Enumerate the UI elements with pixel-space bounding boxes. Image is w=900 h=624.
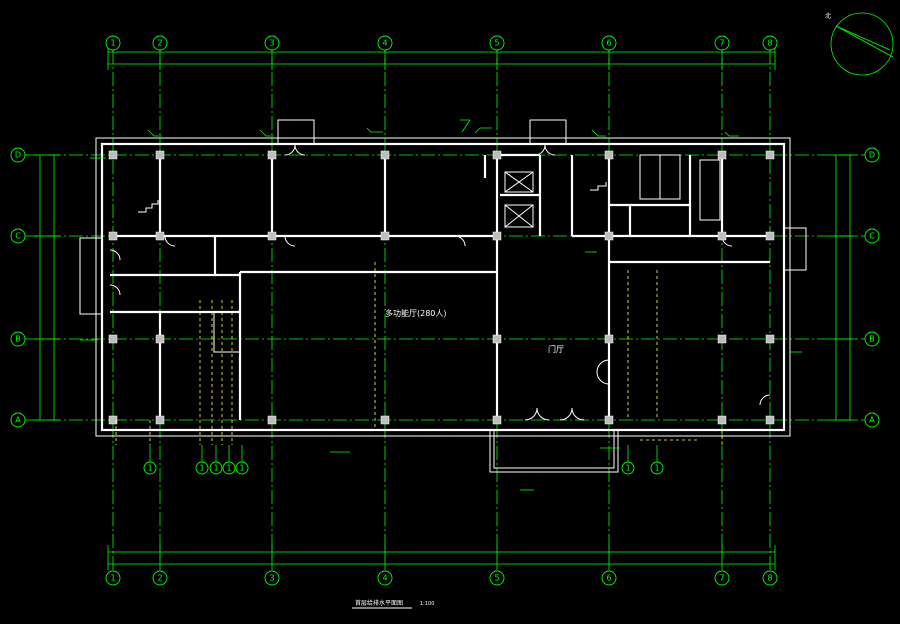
sub-axis-bubble (235, 461, 249, 475)
room-label-hall: 门厅 (548, 344, 564, 354)
grid-bubble-bottom (489, 570, 505, 586)
grid-label-top: 7 (719, 39, 724, 48)
sub-axis-label: 1 (654, 464, 659, 473)
grid-bubble-top (152, 35, 168, 51)
grid-label-left: B (15, 335, 21, 344)
sub-axis-bubbles: 1 1 1 1 1 1 1 (143, 445, 664, 475)
grid-label-bottom: 4 (382, 574, 387, 583)
grid-label-left: A (15, 416, 21, 425)
grid-bubbles-right: D C B A (864, 147, 880, 428)
stairs-elevators (138, 154, 721, 353)
title-block: 首层给排水平面图 1:100 (352, 599, 434, 609)
sub-axis-bubble (195, 461, 209, 475)
top-dimensions (107, 45, 776, 70)
grid-label-bottom: 5 (494, 574, 499, 583)
grid-bubble-left (10, 147, 26, 163)
grid-bubble-top (377, 35, 393, 51)
interior-walls (110, 153, 770, 420)
grid-bubbles-top: 1 2 3 4 5 6 7 8 (105, 35, 778, 51)
room-labels: 多功能厅(280人) 门厅 (385, 308, 564, 354)
grid-label-bottom: 2 (157, 574, 162, 583)
grid-bubble-bottom (152, 570, 168, 586)
grid-label-top: 2 (157, 39, 162, 48)
grid-bubble-top (105, 35, 121, 51)
grid-bubble-bottom (714, 570, 730, 586)
sub-axis-label: 1 (147, 464, 152, 473)
drawing-title: 首层给排水平面图 (355, 599, 403, 607)
grid-bubble-right (864, 147, 880, 163)
doors (109, 144, 771, 421)
sub-axis-label: 1 (226, 464, 231, 473)
sub-axis-label: 1 (239, 464, 244, 473)
grid-label-top: 6 (606, 39, 611, 48)
grid-label-right: D (869, 151, 875, 160)
grid-bubble-top (762, 35, 778, 51)
sub-axis-bubble (143, 461, 157, 475)
sub-axis-bubble (621, 461, 635, 475)
sub-axis-label: 1 (199, 464, 204, 473)
grid-label-bottom: 3 (269, 574, 274, 583)
grid-bubble-bottom (105, 570, 121, 586)
grid-label-left: C (15, 232, 21, 241)
grid-bubble-left (10, 412, 26, 428)
grid-label-right: B (869, 335, 875, 344)
grid-label-top: 5 (494, 39, 499, 48)
grid-bubbles-bottom: 1 2 3 4 5 6 7 8 (105, 570, 778, 586)
sub-axis-label: 1 (213, 464, 218, 473)
drainage-pipes (115, 262, 723, 445)
grid-bubble-top (264, 35, 280, 51)
columns (108, 150, 775, 425)
sub-axis-bubble (222, 461, 236, 475)
grid-label-bottom: 7 (719, 574, 724, 583)
grid-bubble-left (10, 228, 26, 244)
grid-bubble-bottom (377, 570, 393, 586)
grid-bubbles-left: D C B A (10, 147, 26, 428)
north-label: 北 (825, 12, 831, 20)
side-dimensions (34, 154, 856, 421)
horizontal-grid-lines (25, 154, 865, 421)
grid-bubble-right (864, 412, 880, 428)
grid-bubble-top (489, 35, 505, 51)
grid-label-right: C (869, 232, 875, 241)
grid-bubble-top (714, 35, 730, 51)
grid-bubble-left (10, 331, 26, 347)
grid-label-top: 4 (382, 39, 387, 48)
grid-bubble-bottom (762, 570, 778, 586)
sub-axis-bubble (650, 461, 664, 475)
grid-label-top: 3 (269, 39, 274, 48)
grid-bubble-bottom (601, 570, 617, 586)
drawing-scale: 1:100 (420, 601, 434, 607)
annotation-leaders (80, 119, 802, 491)
grid-label-top: 1 (110, 39, 115, 48)
grid-bubble-right (864, 228, 880, 244)
grid-label-left: D (15, 151, 21, 160)
room-label-main-hall: 多功能厅(280人) (385, 308, 447, 318)
grid-label-top: 8 (767, 39, 772, 48)
grid-label-bottom: 8 (767, 574, 772, 583)
grid-bubble-bottom (264, 570, 280, 586)
bottom-dimensions (107, 545, 776, 570)
grid-bubble-right (864, 331, 880, 347)
sub-axis-bubble (209, 461, 223, 475)
grid-label-bottom: 1 (110, 574, 115, 583)
sub-axis-label: 1 (625, 464, 630, 473)
building-outline (79, 119, 807, 473)
grid-label-bottom: 6 (606, 574, 611, 583)
grid-bubble-top (601, 35, 617, 51)
north-arrow-icon: 北 (825, 12, 894, 76)
grid-label-right: A (869, 416, 875, 425)
